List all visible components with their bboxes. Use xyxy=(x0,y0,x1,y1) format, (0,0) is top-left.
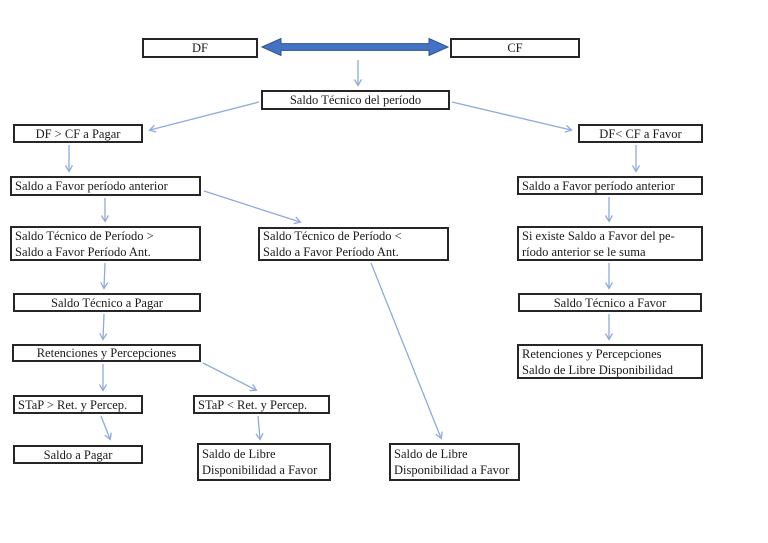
edge-st_pagar-to-ret_per xyxy=(103,313,104,339)
node-saldo-tecnico-a-favor: Saldo Técnico a Favor xyxy=(518,293,702,312)
node-stap-lt-retenciones: STaP < Ret. y Percep. xyxy=(193,395,330,414)
node-saldo-tecnico-a-favor-label: Saldo Técnico a Favor xyxy=(553,295,667,310)
node-retenciones-saldo-libre-line1: Retenciones y Percepciones xyxy=(522,346,662,361)
node-stap-lt-retenciones-label: STaP < Ret. y Percep. xyxy=(198,397,308,412)
node-stap-gt-retenciones-label: STaP > Ret. y Percep. xyxy=(18,397,128,412)
node-retenciones-saldo-libre-line2: Saldo de Libre Disponibilidad xyxy=(522,362,674,377)
node-saldo-libre-disponibilidad-left-line2: Disponibilidad a Favor xyxy=(202,463,318,477)
node-saldo-a-pagar-label: Saldo a Pagar xyxy=(43,447,113,462)
edge-stp_lt-to-sld_mid xyxy=(370,262,441,438)
node-df-lt-cf-a-favor: DF< CF a Favor xyxy=(578,124,703,143)
node-saldo-libre-disponibilidad-left-line1: Saldo de Libre xyxy=(202,447,276,461)
edge-saldo_tecnico_periodo-to-df_gt_cf xyxy=(150,101,260,130)
node-si-existe-saldo-line1: Si existe Saldo a Favor del pe- xyxy=(522,228,675,243)
node-saldo-libre-disponibilidad-mid-line2: Disponibilidad a Favor xyxy=(394,463,510,477)
node-saldo-tecnico-mayor-line1: Saldo Técnico de Período > xyxy=(15,228,154,243)
node-saldo-favor-anterior-left-label: Saldo a Favor período anterior xyxy=(15,179,168,193)
node-df-gt-cf-a-pagar: DF > CF a Pagar xyxy=(13,124,143,143)
node-stap-gt-retenciones: STaP > Ret. y Percep. xyxy=(13,395,143,414)
node-saldo-tecnico-periodo-label: Saldo Técnico del período xyxy=(289,93,422,107)
node-saldo-tecnico-periodo: Saldo Técnico del período xyxy=(261,90,450,110)
node-saldo-tecnico-menor-line2: Saldo a Favor Período Ant. xyxy=(263,245,399,259)
edge-stap_gt-to-saldo_pagar xyxy=(100,415,110,439)
node-si-existe-saldo: Si existe Saldo a Favor del pe- ríodo an… xyxy=(517,226,703,261)
node-retenciones-percepciones: Retenciones y Percepciones xyxy=(12,344,201,362)
node-retenciones-percepciones-label: Retenciones y Percepciones xyxy=(36,346,177,360)
node-saldo-favor-anterior-right: Saldo a Favor período anterior xyxy=(517,176,703,195)
edge-ret_per-to-stap_lt xyxy=(202,362,256,390)
edge-stap_lt-to-sld_left xyxy=(258,415,260,439)
node-saldo-favor-anterior-left: Saldo a Favor período anterior xyxy=(10,176,201,196)
node-saldo-libre-disponibilidad-mid: Saldo de Libre Disponibilidad a Favor xyxy=(389,443,520,481)
node-saldo-a-pagar: Saldo a Pagar xyxy=(13,445,143,464)
edge-stp_gt-to-st_pagar xyxy=(104,262,105,288)
node-saldo-tecnico-a-pagar-label: Saldo Técnico a Pagar xyxy=(51,295,163,310)
node-df-gt-cf-a-pagar-label: DF > CF a Pagar xyxy=(35,126,121,141)
node-retenciones-saldo-libre: Retenciones y Percepciones Saldo de Libr… xyxy=(517,344,703,379)
node-saldo-tecnico-mayor: Saldo Técnico de Período > Saldo a Favor… xyxy=(10,226,201,261)
edge-safpa_left-to-stp_lt xyxy=(203,190,300,222)
node-saldo-tecnico-a-pagar: Saldo Técnico a Pagar xyxy=(13,293,201,312)
node-saldo-libre-disponibilidad-left: Saldo de Libre Disponibilidad a Favor xyxy=(197,443,331,481)
node-saldo-libre-disponibilidad-mid-line1: Saldo de Libre xyxy=(394,447,468,461)
node-saldo-tecnico-menor: Saldo Técnico de Período < Saldo a Favor… xyxy=(258,227,449,261)
df-cf-double-arrow-icon xyxy=(260,37,450,57)
node-df-lt-cf-a-favor-label: DF< CF a Favor xyxy=(599,126,682,141)
node-cf-label: CF xyxy=(507,41,523,55)
node-cf: CF xyxy=(450,38,580,58)
edge-saldo_tecnico_periodo-to-df_lt_cf xyxy=(451,101,571,130)
node-saldo-tecnico-menor-line1: Saldo Técnico de Período < xyxy=(263,229,402,243)
node-saldo-favor-anterior-right-label: Saldo a Favor período anterior xyxy=(522,178,675,193)
node-df-label: DF xyxy=(192,41,208,55)
node-si-existe-saldo-line2: ríodo anterior se le suma xyxy=(522,244,646,259)
node-saldo-tecnico-mayor-line2: Saldo a Favor Período Ant. xyxy=(15,244,151,259)
node-df: DF xyxy=(142,38,258,58)
